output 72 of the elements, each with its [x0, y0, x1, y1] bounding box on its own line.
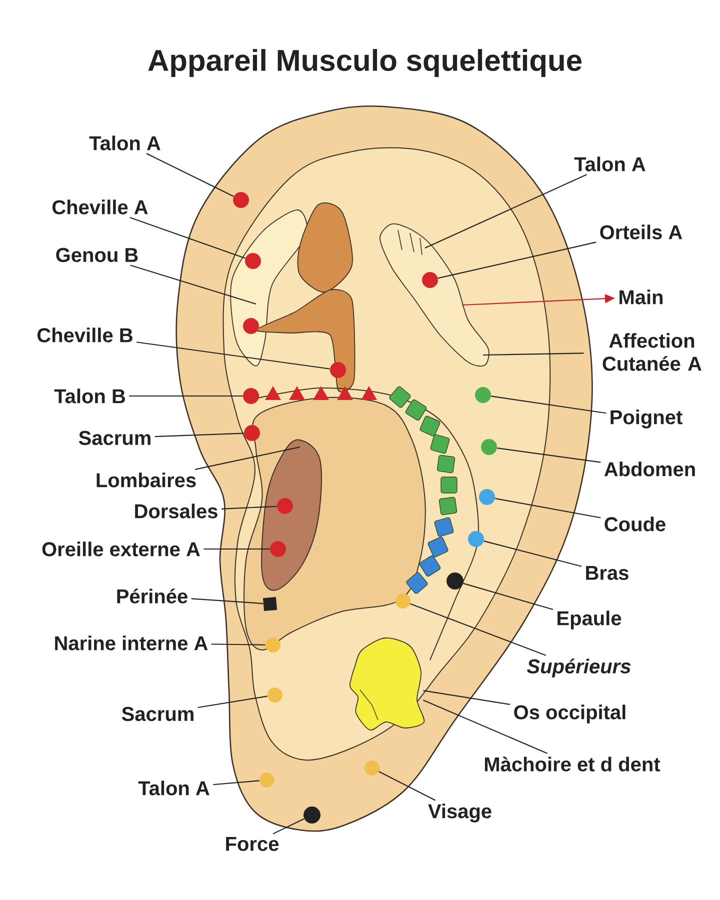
- leader-line: [272, 818, 304, 834]
- title: Appareil Musculo squelettique: [148, 49, 582, 77]
- leader-line: [154, 432, 244, 438]
- leader-line: [494, 498, 601, 518]
- acupoint-dot: [330, 362, 346, 378]
- acupoint-dot: [270, 541, 286, 557]
- point-label: Abdomen: [604, 462, 695, 476]
- acupoint-dot: [243, 388, 259, 404]
- point-label: Narine interne A: [55, 636, 208, 650]
- acupoint-dot: [396, 594, 410, 608]
- acupoint-dot: [233, 192, 249, 208]
- point-label: Lombaires: [96, 472, 196, 488]
- point-label: Orteils A: [600, 224, 682, 240]
- acupoint-dot: [245, 253, 261, 269]
- acupoint-dot: [446, 572, 464, 590]
- point-label: Os occipital: [514, 704, 626, 724]
- point-label: Sacrum: [122, 706, 194, 722]
- leader-line: [491, 396, 606, 414]
- acupoint-dot: [243, 318, 259, 334]
- leader-line: [423, 690, 510, 705]
- leader-line: [204, 548, 270, 550]
- leader-line: [130, 264, 256, 305]
- point-label: Talon A: [574, 156, 646, 172]
- leader-line: [497, 448, 601, 463]
- leader-line: [424, 174, 587, 248]
- point-label: Cheville B: [37, 328, 132, 342]
- leader-line: [410, 603, 546, 656]
- acupoint-dot: [260, 772, 274, 788]
- leader-line: [191, 598, 264, 604]
- point-label: Affection Cutanée A: [602, 333, 702, 371]
- point-label: Force: [226, 837, 279, 851]
- acupoint-dot: [422, 272, 438, 288]
- acupoint-dot: [266, 638, 280, 652]
- leader-line: [438, 242, 596, 279]
- acupoint-dot: [475, 387, 491, 403]
- point-label: Visage: [428, 804, 492, 822]
- point-label: Coude: [604, 516, 666, 532]
- leader-line: [484, 540, 582, 567]
- leader-line: [482, 352, 584, 356]
- leader-line: [130, 217, 246, 259]
- acupoint-dot: [304, 806, 320, 824]
- point-label: Talon A: [138, 780, 210, 796]
- point-label: Oreille externe A: [42, 542, 200, 556]
- point-label: Epaule: [558, 610, 622, 630]
- point-label: Talon B: [54, 388, 125, 404]
- acupoint-dot: [468, 531, 484, 547]
- leader-line: [378, 771, 436, 801]
- point-label: Talon A: [89, 136, 160, 150]
- point-label: Genou B: [56, 248, 138, 262]
- point-label: Main: [620, 290, 663, 304]
- point-label: Sacrum: [78, 430, 150, 446]
- leader-line: [136, 342, 330, 370]
- head-drawing: [350, 638, 425, 731]
- acupoint-dot: [364, 760, 380, 776]
- point-label: Supérieurs: [527, 658, 631, 678]
- leader-line: [463, 582, 554, 610]
- acupoint-dot: [277, 498, 293, 514]
- leader-line: [198, 696, 268, 708]
- leader-line: [422, 700, 548, 754]
- acupoint-dot: [479, 489, 495, 505]
- point-label: Poignet: [610, 410, 682, 428]
- point-label: Périnée: [117, 588, 188, 604]
- leader-line: [146, 153, 234, 197]
- leader-line: [129, 395, 243, 397]
- point-label: Bras: [586, 566, 628, 580]
- acupoint-dot: [244, 425, 260, 441]
- acupoint-dot: [481, 439, 497, 455]
- leader-line: [213, 780, 260, 786]
- acupoint-dot: [268, 688, 282, 702]
- point-label: Cheville A: [52, 200, 148, 214]
- point-label: Dorsales: [135, 504, 218, 518]
- point-label: Màchoire et d dent: [484, 756, 660, 772]
